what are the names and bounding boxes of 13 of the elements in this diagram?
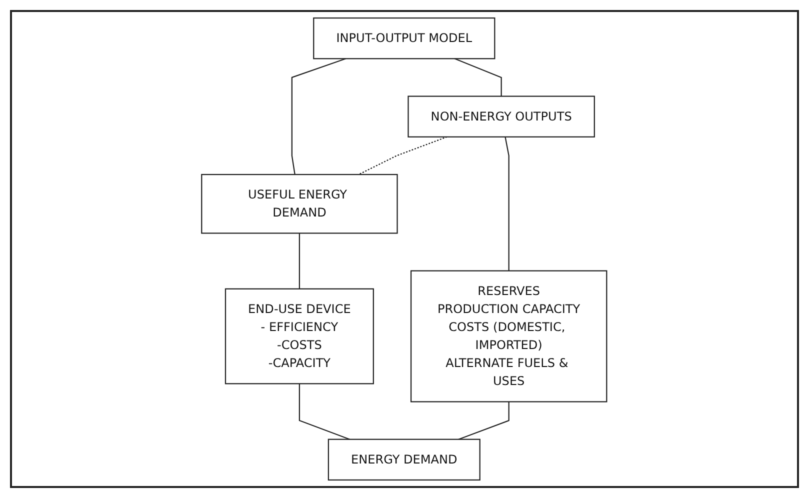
connector <box>292 58 346 175</box>
node-box: INPUT-OUTPUT MODEL <box>313 17 496 60</box>
node-box: USEFUL ENERGY DEMAND <box>201 174 398 234</box>
node-box: END-USE DEVICE - EFFICIENCY -COSTS -CAPACITY <box>225 288 374 384</box>
connector <box>299 233 300 289</box>
connector <box>505 136 510 271</box>
node-box: RESERVES PRODUCTION CAPACITY COSTS (DOMESTIC, IMPORTED) ALTERNATE FUELS & USES <box>410 270 608 402</box>
connector <box>358 136 448 176</box>
node-box: NON-ENERGY OUTPUTS <box>408 96 596 138</box>
connector <box>458 402 510 440</box>
node-box: ENERGY DEMAND <box>328 438 481 481</box>
connector <box>454 58 502 96</box>
connector <box>299 384 350 440</box>
